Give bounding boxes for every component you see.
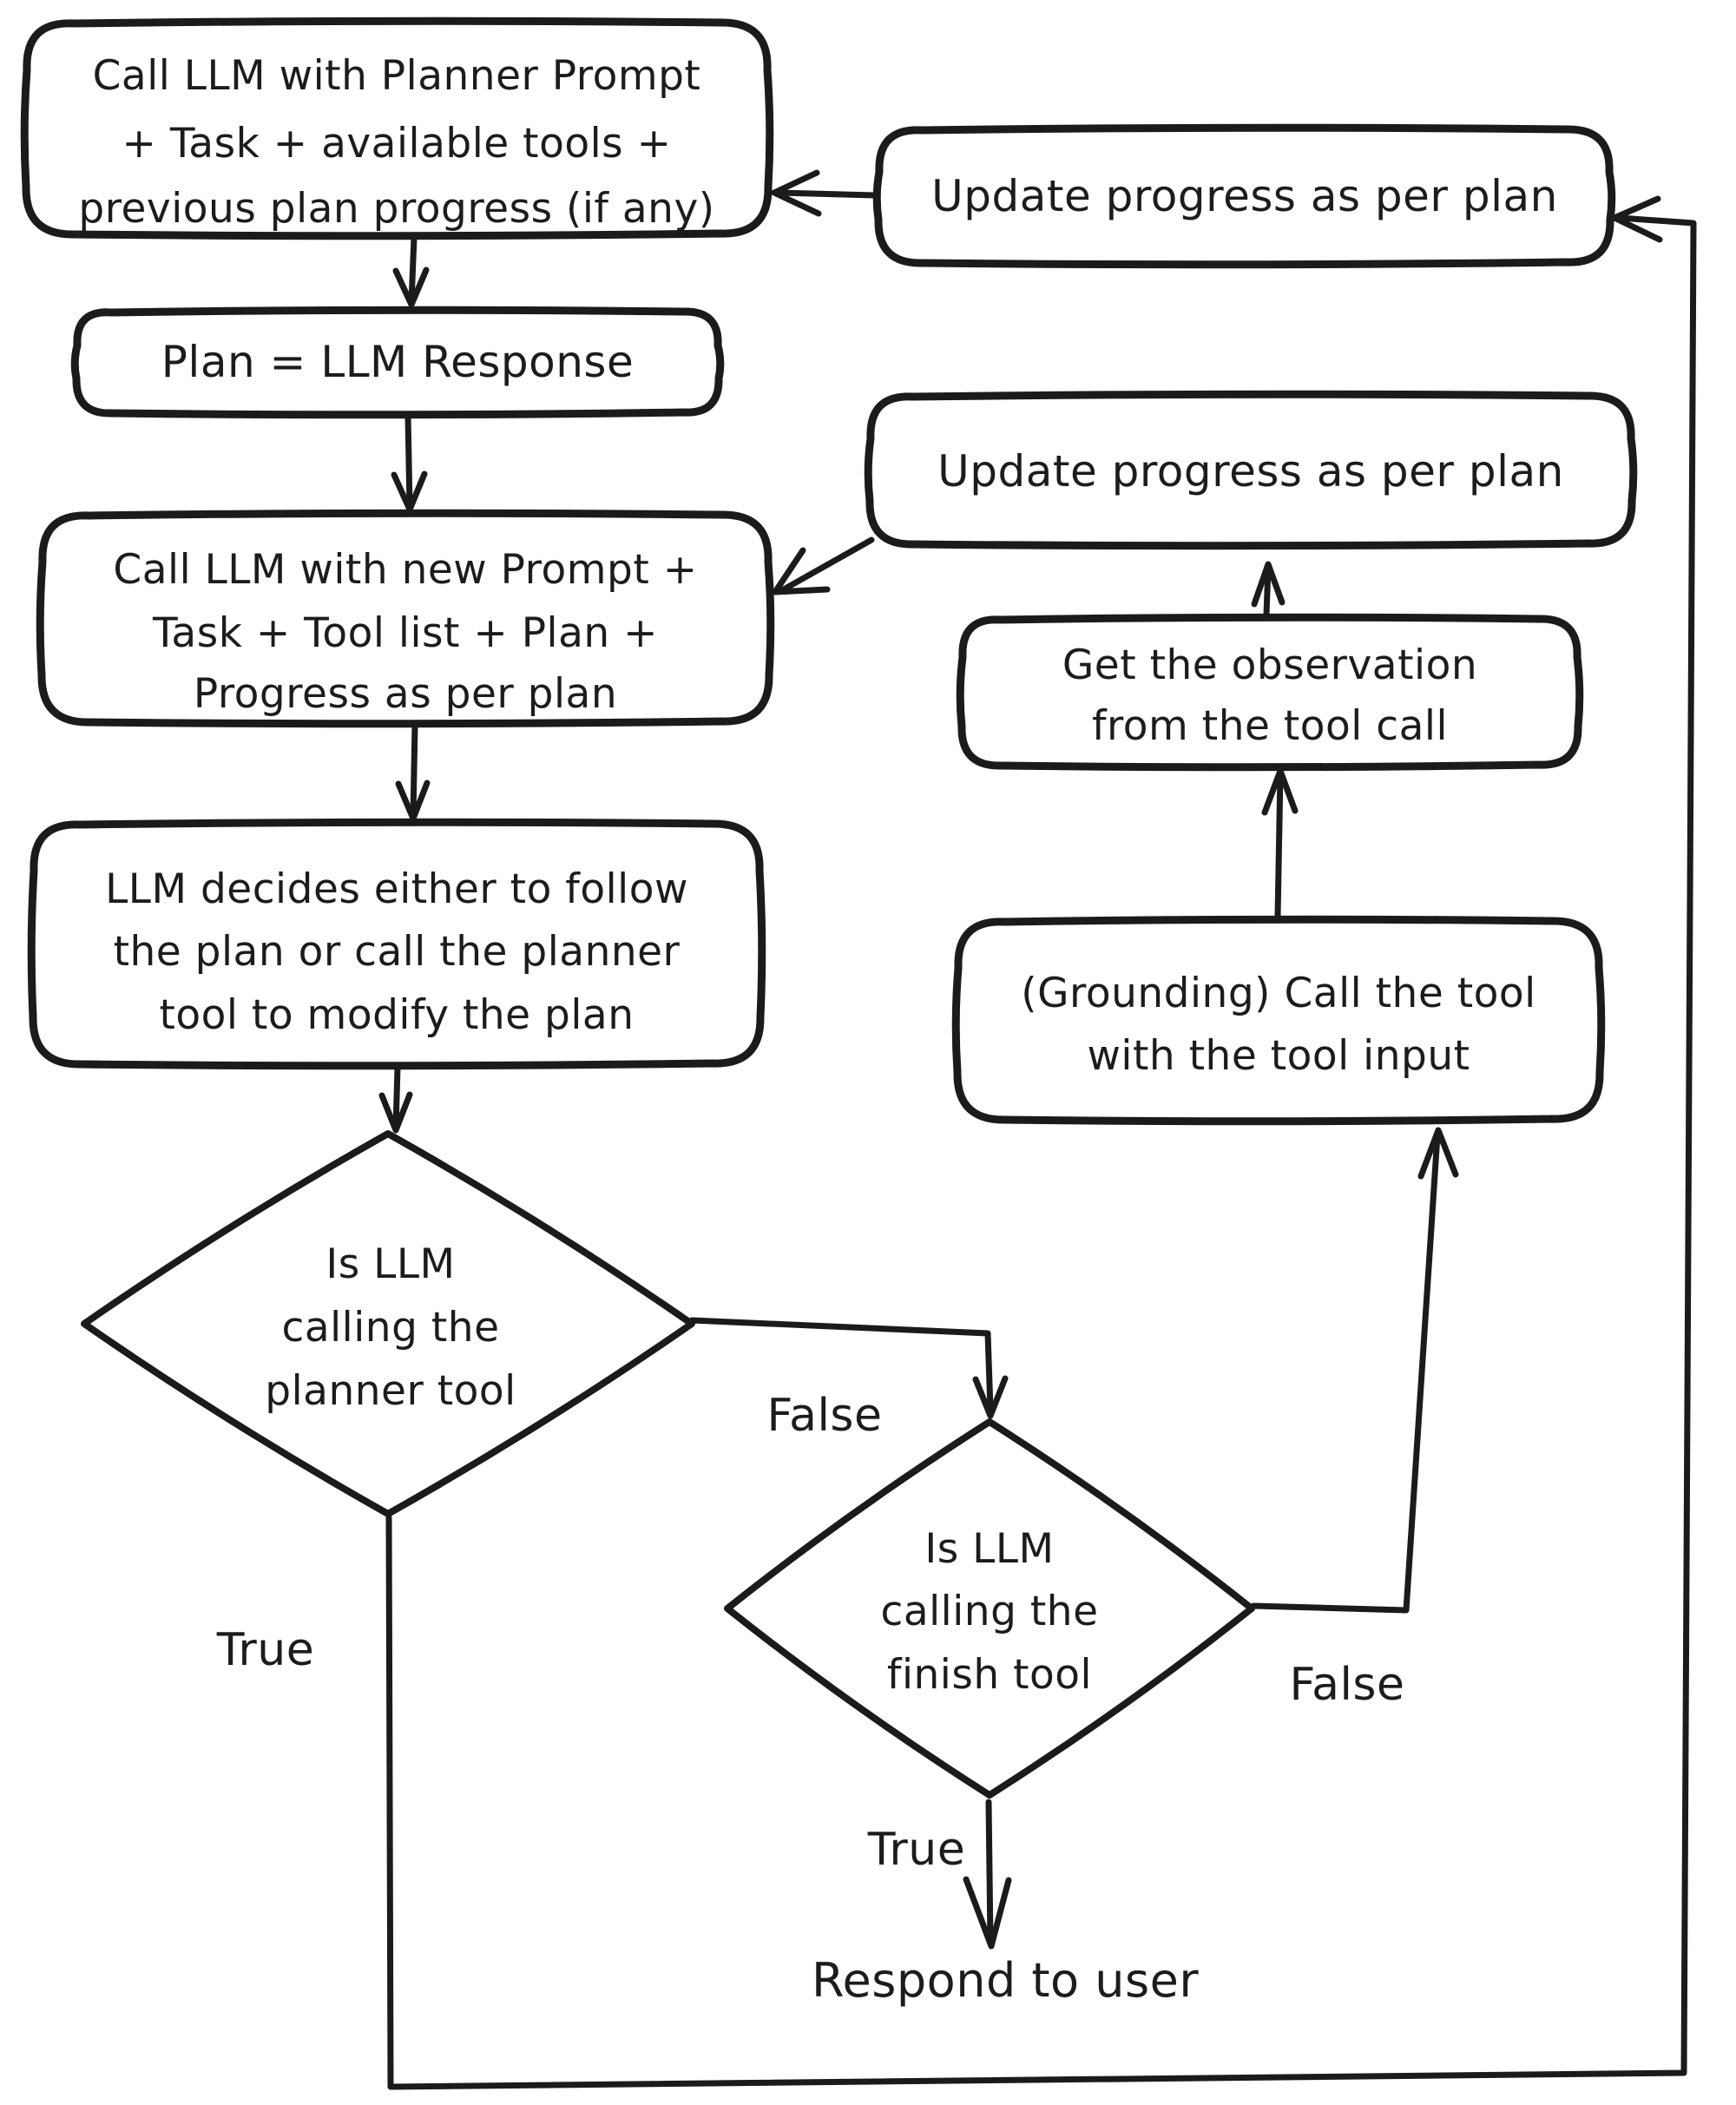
connector-line [776, 189, 878, 199]
edge-update-to-newprompt [772, 536, 875, 595]
node-text-line: Call LLM with new Prompt + [113, 546, 697, 594]
edge-finish-false-to-grounding [1250, 1127, 1459, 1614]
arrowhead-left-icon [771, 169, 822, 217]
node-text-line: calling the [880, 1588, 1098, 1635]
connector-line [779, 536, 875, 594]
node-get-observation: Get the observation from the tool call [956, 613, 1584, 772]
decision-diamond [81, 1130, 695, 1517]
node-update-progress-mid: Update progress as per plan [864, 390, 1638, 550]
arrowhead-up-icon [1251, 561, 1286, 608]
node-plan-response: Plan = LLM Response [70, 306, 725, 419]
node-llm-decides: LLM decides either to follow the plan or… [27, 818, 766, 1070]
process-box [956, 613, 1584, 772]
edge-planner-to-plan [392, 234, 430, 308]
node-text-line: (Grounding) Call the tool [1021, 970, 1535, 1017]
edge-plan-to-newprompt [391, 413, 428, 513]
node-is-calling-finish: Is LLM calling the finish tool [724, 1418, 1255, 1799]
process-box [864, 390, 1638, 550]
arrowhead-left-icon [1611, 195, 1663, 243]
connector-line [688, 1317, 994, 1413]
node-text-line: Progress as per plan [194, 670, 617, 718]
edge-finish-true-to-respond [963, 1799, 1012, 1950]
node-is-calling-planner: Is LLM calling the planner tool [81, 1130, 695, 1517]
node-text-line: Update progress as per plan [931, 171, 1558, 221]
process-box [36, 509, 775, 728]
edge-grounding-to-observation [1261, 767, 1299, 920]
node-text-line: Plan = LLM Response [161, 337, 634, 387]
node-text-line: LLM decides either to follow [105, 865, 688, 913]
label-finish-false: False [1289, 1659, 1404, 1711]
process-box [20, 16, 774, 240]
arrowhead-up-icon [1417, 1127, 1459, 1180]
node-call-llm-planner: Call LLM with Planner Prompt + Task + av… [20, 16, 774, 240]
edge-observation-to-update [1251, 561, 1286, 618]
connector-line [985, 1799, 994, 1946]
node-update-progress-top: Update progress as per plan [872, 123, 1616, 269]
node-text-line: Call LLM with Planner Prompt [93, 52, 701, 100]
node-text-line: Update progress as per plan [937, 446, 1564, 497]
process-box [70, 306, 725, 419]
connector-line [410, 722, 418, 819]
arrowhead-downleft-icon [772, 547, 831, 595]
edge-planner-true-loop [385, 195, 1697, 2090]
connector-line [392, 1064, 401, 1130]
decision-diamond [724, 1418, 1255, 1799]
process-box [872, 123, 1616, 269]
node-text-line: calling the [281, 1304, 499, 1352]
node-text-line: planner tool [265, 1367, 516, 1415]
arrowhead-down-icon [972, 1375, 1009, 1419]
edge-newprompt-to-decides [395, 722, 431, 822]
edge-update-top-to-planner-call [771, 169, 878, 217]
connector-line [404, 413, 413, 510]
node-text-line: from the tool call [1092, 702, 1448, 750]
node-text-line: Task + Tool list + Plan + [152, 609, 658, 657]
label-planner-false: False [766, 1390, 882, 1442]
label-planner-true: True [216, 1624, 314, 1676]
edge-decides-to-planner-check [378, 1064, 413, 1134]
node-text-line: tool to modify the plan [159, 991, 634, 1039]
node-grounding-call-tool: (Grounding) Call the tool with the tool … [951, 915, 1606, 1126]
node-text-line: with the tool input [1087, 1032, 1470, 1080]
node-call-llm-new: Call LLM with new Prompt + Task + Tool l… [36, 509, 775, 728]
connector-line [385, 214, 1697, 2090]
arrowhead-down-icon [963, 1876, 1012, 1950]
arrowhead-down-icon [392, 266, 430, 308]
node-text-line: previous plan progress (if any) [78, 185, 714, 233]
process-box [27, 818, 766, 1070]
connector-line [408, 234, 418, 306]
node-text-line: finish tool [887, 1651, 1092, 1699]
edge-planner-false-to-finish-check [688, 1317, 1009, 1419]
label-respond-to-user: Respond to user [812, 1953, 1199, 2008]
node-text-line: Is LLM [924, 1525, 1054, 1573]
node-text-line: Get the observation [1062, 641, 1477, 689]
process-box [951, 915, 1606, 1126]
node-text-line: + Task + available tools + [122, 120, 672, 168]
arrowhead-down-icon [378, 1091, 413, 1134]
node-text-line: the plan or call the planner [114, 928, 681, 976]
connector-line [1250, 1132, 1441, 1614]
label-finish-true: True [867, 1824, 965, 1876]
node-text-line: Is LLM [326, 1240, 455, 1288]
connector-line [1263, 564, 1272, 618]
connector-line [1274, 771, 1284, 920]
